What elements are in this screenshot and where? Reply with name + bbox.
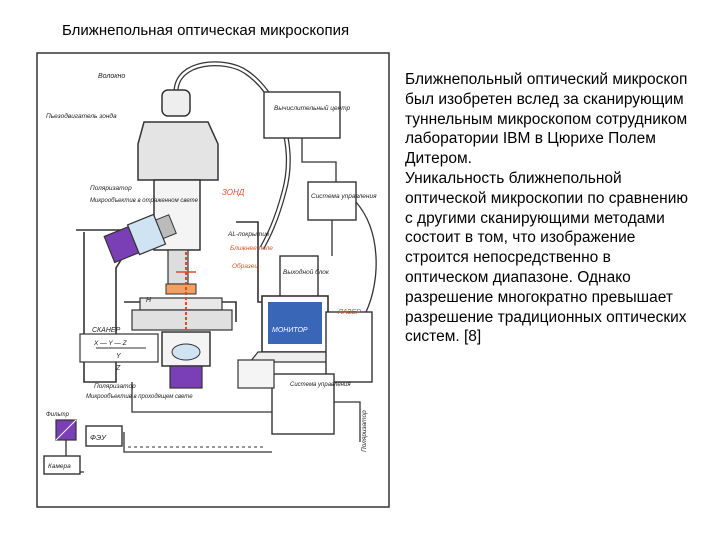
polarizer-objective-top: [103, 213, 177, 264]
polarizer-bottom: [169, 365, 203, 389]
label-monitor: МОНИТОР: [272, 327, 308, 334]
label-objective: Микрообъектив в отраженном свете: [90, 198, 199, 204]
controller-box: [271, 373, 335, 435]
label-polarizer-side: Поляризатор: [361, 410, 368, 452]
piezo-body: [137, 121, 219, 181]
slide-title: Ближнепольная оптическая микроскопия: [62, 22, 350, 39]
label-polarizer-bottom: Поляризатор: [94, 383, 136, 390]
label-z: Z: [115, 365, 121, 372]
label-h: H: [146, 297, 152, 304]
near-field-microscope-diagram: Волокно Пьезодвигатель зонда Вычислитель…: [36, 52, 390, 508]
label-control: Система управления: [311, 193, 377, 200]
laser-box: [325, 311, 373, 383]
description-text: Ближнепольный оптический микроскоп был и…: [405, 70, 695, 347]
camera-box: [43, 455, 81, 475]
paragraph-history: Ближнепольный оптический микроскоп был и…: [405, 71, 688, 168]
label-computer-1: Вычислительный центр: [274, 104, 351, 112]
output-unit-box: [279, 255, 319, 301]
label-near-field: Ближнее поле: [230, 245, 273, 252]
piezo-head: [161, 89, 191, 117]
control-box: [307, 181, 357, 221]
label-fiber: Волокно: [98, 73, 125, 80]
label-output-unit: Выходной блок: [283, 268, 330, 276]
sample-stage: [139, 297, 223, 311]
label-axes: X — Y — Z: [93, 340, 128, 347]
paragraph-uniqueness: Уникальность ближнепольной оптической ми…: [405, 169, 689, 346]
monitor-screen: [268, 302, 322, 344]
label-laser: ЛАЗЕР: [337, 309, 361, 316]
label-piezo: Пьезодвигатель зонда: [46, 112, 117, 120]
sample: [165, 283, 197, 295]
label-y: Y: [116, 353, 122, 360]
label-objective-bottom: Микрообъектив в проходящем свете: [86, 394, 193, 400]
label-pmt: ФЭУ: [90, 433, 107, 442]
label-controller: Система управления: [290, 382, 351, 388]
label-polarizer-top: Поляризатор: [90, 185, 132, 192]
computer-box: [263, 91, 341, 139]
pmt-box: [85, 425, 123, 447]
label-al-coating: AL-покрытие: [227, 231, 270, 238]
scanner-block: [131, 309, 233, 331]
label-probe: ЗОНД: [222, 188, 245, 197]
label-camera: Камера: [48, 463, 71, 470]
label-scanner: СКАНЕР: [92, 327, 121, 334]
label-filter: Фильтр: [46, 412, 70, 418]
label-sample: Образец: [232, 262, 258, 270]
